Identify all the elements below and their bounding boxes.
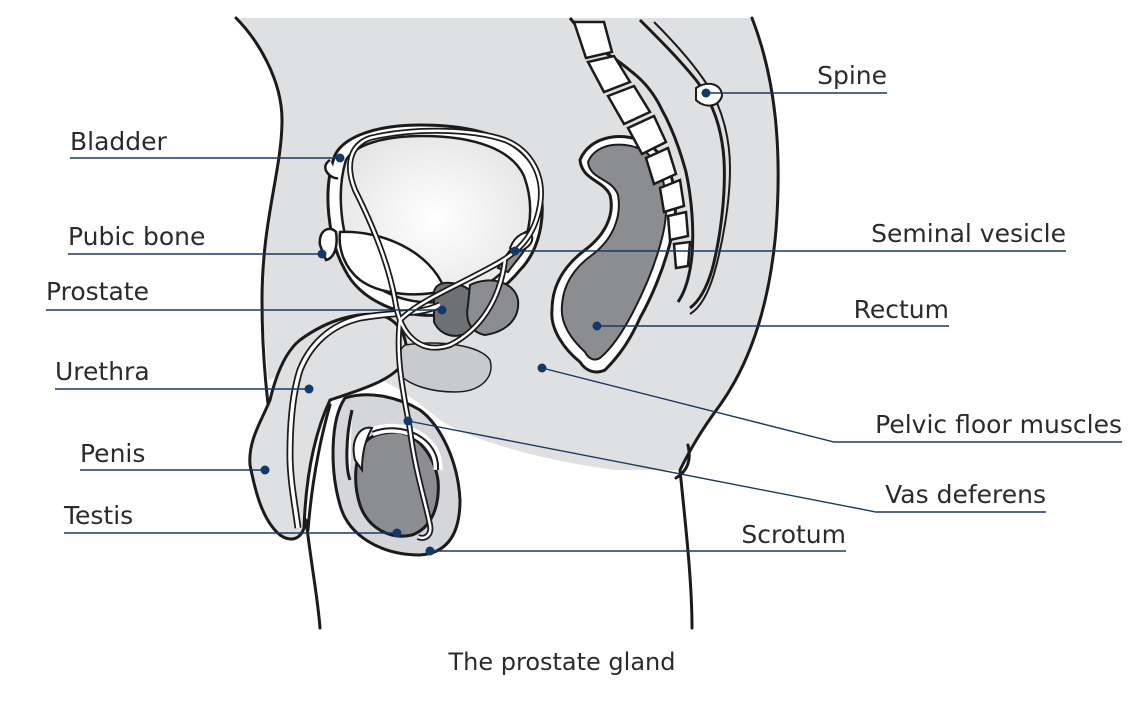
seminal-vesicle-label: Seminal vesicle: [871, 219, 1066, 248]
label-urethra: Urethra: [55, 357, 314, 394]
diagram-caption: The prostate gland: [447, 648, 675, 676]
label-rectum: Rectum: [592, 295, 949, 331]
prostate-label: Prostate: [46, 277, 149, 306]
pubic-bone-label: Pubic bone: [68, 222, 205, 251]
label-seminal-vesicle: Seminal vesicle: [510, 219, 1066, 256]
spine: [568, 17, 732, 315]
scrotum-label: Scrotum: [741, 520, 846, 549]
urethra-label: Urethra: [55, 357, 150, 386]
gluteal-fold: [674, 443, 691, 480]
vas-deferens-tube: [347, 127, 544, 541]
label-prostate: Prostate: [46, 277, 447, 315]
label-scrotum: Scrotum: [425, 520, 846, 556]
label-testis: Testis: [63, 501, 402, 538]
front-outline: [234, 16, 284, 422]
bladder-label: Bladder: [70, 127, 168, 156]
label-penis: Penis: [80, 439, 270, 475]
pelvic-floor-muscles-label: Pelvic floor muscles: [875, 410, 1122, 439]
back-outline: [678, 16, 780, 630]
vas-deferens-label: Vas deferens: [885, 480, 1046, 509]
label-pelvic-floor-muscles: Pelvic floor muscles: [537, 363, 1122, 443]
label-spine: Spine: [701, 61, 887, 98]
testis-label: Testis: [63, 501, 133, 530]
testis: [352, 423, 443, 538]
penis-label: Penis: [80, 439, 145, 468]
label-vas-deferens: Vas deferens: [403, 416, 1046, 513]
label-pubic-bone: Pubic bone: [68, 222, 327, 259]
urethra-tube: [286, 301, 442, 529]
rectum: [550, 135, 678, 374]
thigh-outline: [304, 518, 322, 630]
spine-label: Spine: [817, 61, 887, 90]
rectum-label: Rectum: [854, 295, 949, 324]
label-bladder: Bladder: [70, 127, 345, 163]
